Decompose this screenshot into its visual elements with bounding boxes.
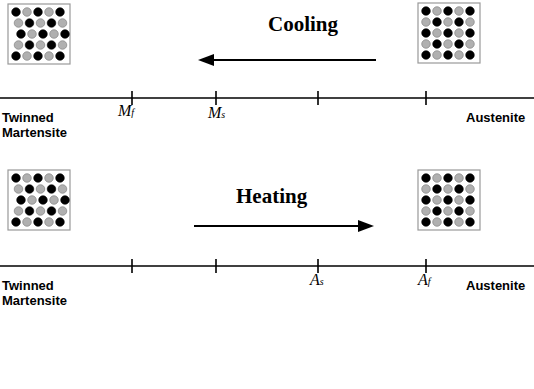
cooling-arrow [198,54,376,66]
temperature-mark: Ms [208,104,225,124]
phase-label: Austenite [466,110,525,125]
phase-label: Twinned Martensite [2,110,80,140]
process-label: Cooling [268,12,338,36]
process-label: Heating [236,184,307,208]
phase-label: Austenite [466,278,525,293]
phase-label: Twinned Martensite [2,278,80,308]
temperature-mark: Mf [118,102,134,122]
temperature-mark: As [310,271,324,291]
lattice-pictures [8,3,480,230]
temperature-axes [0,91,534,273]
temperature-mark: Af [418,271,431,291]
heating-arrow [194,220,374,232]
